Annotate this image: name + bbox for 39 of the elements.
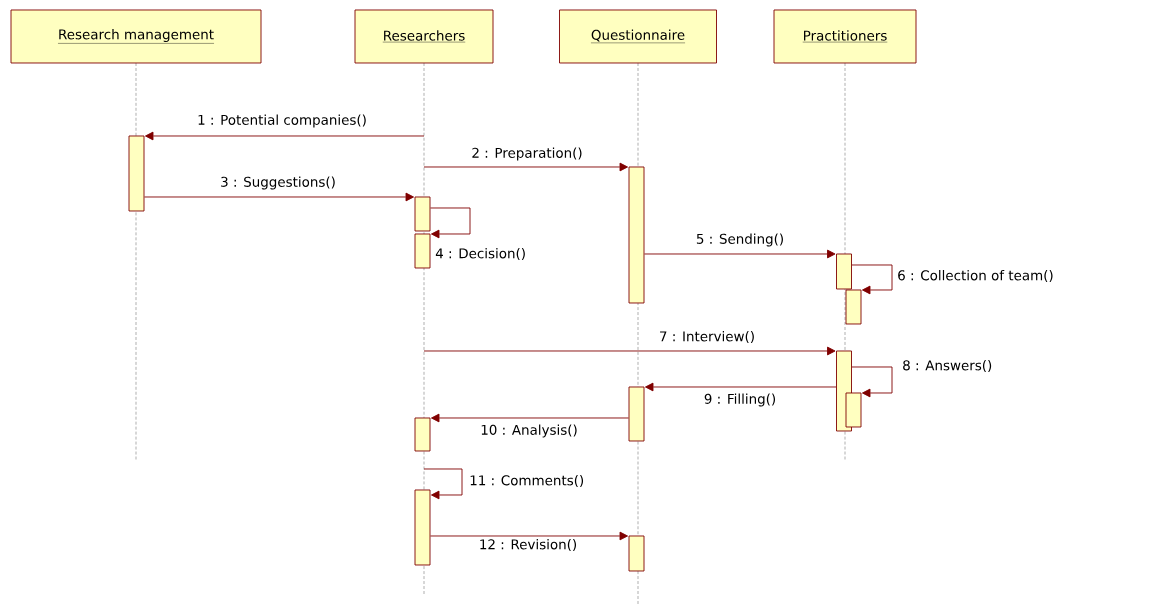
activation-bar	[414, 196, 431, 232]
activation-bar	[836, 253, 852, 290]
message-arrow	[430, 207, 471, 239]
message-arrow	[851, 366, 893, 398]
activation-bar	[628, 386, 645, 442]
message-label: 9 : Filling()	[702, 392, 778, 408]
activation-bar	[628, 535, 645, 572]
message-arrow	[644, 249, 836, 259]
activation-bar	[414, 417, 431, 452]
activation-bar	[628, 166, 645, 304]
message-label: 6 : Collection of team()	[896, 269, 1055, 283]
message-label: 11 : Comments()	[468, 474, 586, 488]
message-label: 10 : Analysis()	[479, 423, 579, 439]
message-label: 8 : Answers()	[901, 359, 994, 373]
activation-bar	[414, 489, 431, 566]
message-label: 4 : Decision()	[434, 247, 527, 261]
message-label: 12 : Revision()	[477, 538, 579, 552]
message-arrow	[144, 192, 414, 202]
message-label: 3 : Suggestions()	[219, 175, 337, 191]
message-label: 7 : Interview()	[657, 330, 757, 344]
message-label: 1 : Potential companies()	[196, 113, 368, 129]
activation-bar	[845, 392, 862, 428]
lifeline-header: Questionnaire	[559, 9, 717, 64]
activation-bar	[414, 233, 431, 269]
message-arrow	[851, 264, 893, 295]
message-arrow	[423, 346, 836, 356]
message-label: 5 : Sending()	[694, 232, 786, 248]
lifeline-header: Research management	[10, 9, 262, 64]
message-arrow	[423, 468, 463, 500]
message-label: 2 : Preparation()	[470, 146, 584, 162]
message-arrow	[431, 413, 629, 423]
message-arrow	[145, 131, 425, 141]
message-arrow	[423, 162, 628, 172]
message-arrow	[430, 531, 628, 541]
lifeline-header: Practitioners	[773, 9, 917, 64]
message-arrow	[645, 382, 837, 392]
activation-bar	[845, 289, 862, 325]
activation-bar	[128, 135, 145, 212]
lifeline-header: Researchers	[354, 9, 494, 64]
